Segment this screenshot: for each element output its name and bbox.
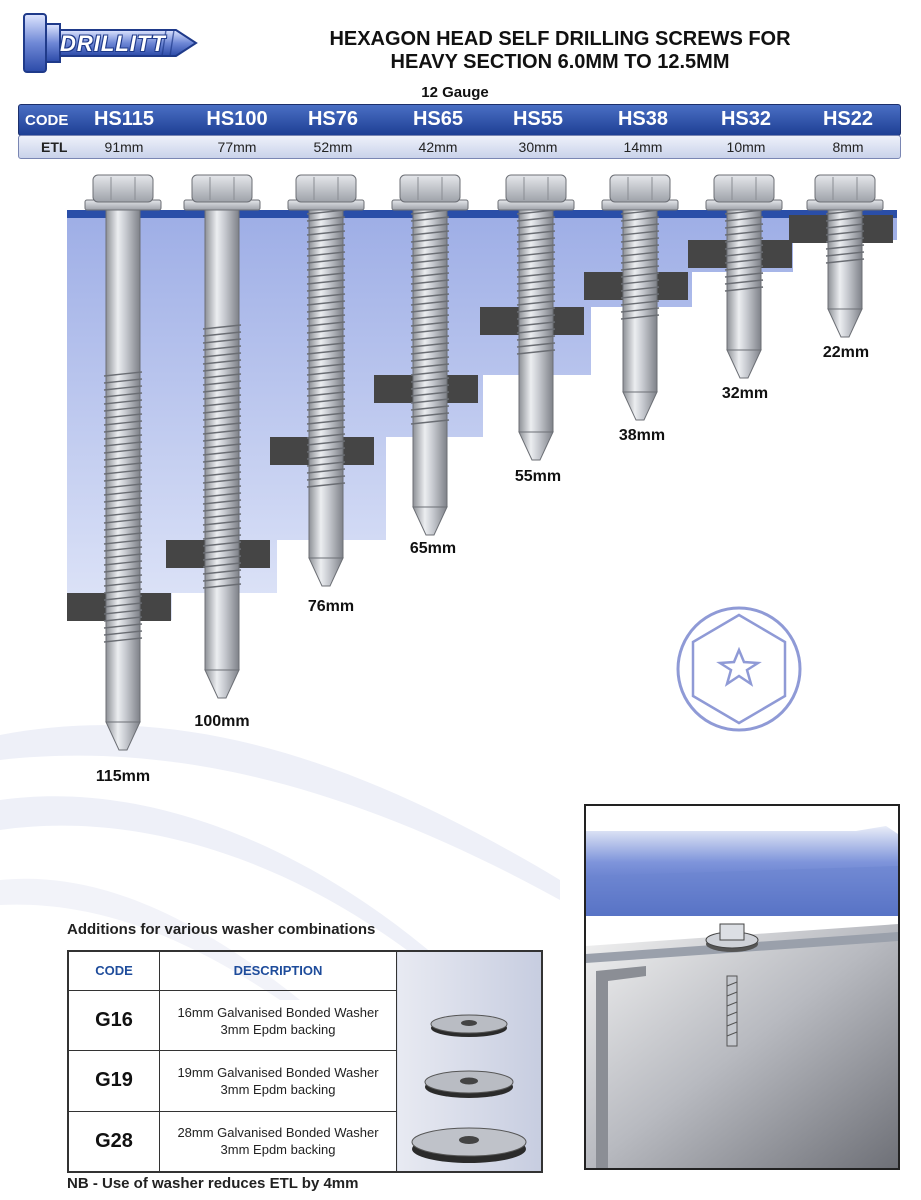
- washer-table: CODE DESCRIPTION: [67, 950, 543, 1173]
- washer-note: NB - Use of washer reduces ETL by 4mm: [67, 1175, 359, 1192]
- washer-row-g28: G28 28mm Galvanised Bonded Washer 3mm Ep…: [67, 1110, 542, 1173]
- washer-table-header: CODE DESCRIPTION: [67, 950, 543, 1173]
- length-label-38: 38mm: [618, 427, 666, 444]
- washer-images: [411, 1014, 527, 1163]
- etl-cell-hs38: 14mm: [623, 139, 663, 155]
- code-label: CODE: [25, 112, 69, 129]
- etl-label: ETL: [41, 139, 68, 155]
- etl-cell-hs76: 52mm: [313, 139, 353, 155]
- installed-screw-icon: [705, 923, 759, 1047]
- logo-text: DRILLITT: [60, 31, 166, 56]
- hex-head: [399, 174, 461, 203]
- stepped-background: [67, 215, 897, 620]
- length-label-100: 100mm: [194, 713, 250, 730]
- screw-hs22: [789, 174, 893, 338]
- code-cell-hs22: HS22: [822, 108, 874, 130]
- code-header-bar: CODE HS115 HS100 HS76 HS65 HS55 HS38 HS3…: [18, 104, 901, 136]
- washer-desc-line2: 3mm Epdm backing: [220, 1142, 336, 1158]
- length-label-22: 22mm: [822, 344, 870, 361]
- length-label-65: 65mm: [409, 540, 457, 557]
- washer-section-title: Additions for various washer combination…: [67, 921, 376, 938]
- screw-hs32: [688, 174, 792, 379]
- washer-code-g16: G16: [67, 989, 160, 1052]
- washer-row-g19: G19 19mm Galvanised Bonded Washer 3mm Ep…: [67, 1050, 542, 1112]
- code-cell-hs32: HS32: [720, 108, 772, 130]
- washer-header-description: DESCRIPTION: [159, 950, 397, 991]
- hex-head: [505, 174, 567, 203]
- code-cell-hs38: HS38: [617, 108, 669, 130]
- washer-desc-g28: 28mm Galvanised Bonded Washer 3mm Epdm b…: [159, 1110, 397, 1173]
- screw-hs38: [584, 174, 688, 421]
- screw-hs100: [166, 174, 270, 699]
- etl-cell-hs55: 30mm: [518, 139, 558, 155]
- length-label-115: 115mm: [95, 768, 151, 785]
- hex-head: [92, 174, 154, 203]
- logo-screw-icon: [23, 13, 198, 73]
- washer-g28-icon: [411, 1127, 527, 1163]
- hex-head: [295, 174, 357, 203]
- length-label-32: 32mm: [721, 385, 769, 402]
- length-label-55: 55mm: [514, 468, 562, 485]
- hex-head: [814, 174, 876, 203]
- installation-drawing: [586, 806, 898, 1168]
- etl-cell-hs115: 91mm: [104, 139, 144, 155]
- etl-cell-hs65: 42mm: [418, 139, 458, 155]
- etl-cell-hs100: 77mm: [217, 139, 257, 155]
- etl-header-bar: ETL 91mm 77mm 52mm 42mm 30mm 14mm 10mm 8…: [18, 135, 901, 159]
- title-line-2: HEAVY SECTION 6.0MM TO 12.5MM: [390, 51, 730, 73]
- drillitt-logo: DRILLITT: [16, 8, 201, 78]
- code-cell-hs100: HS100: [206, 108, 268, 130]
- hex-head-star-icon: [676, 606, 802, 732]
- washer-desc-line2: 3mm Epdm backing: [220, 1081, 336, 1097]
- washer-desc-g19: 19mm Galvanised Bonded Washer 3mm Epdm b…: [159, 1050, 397, 1112]
- gauge-label: 12 Gauge: [421, 84, 489, 101]
- code-cell-hs65: HS65: [412, 108, 464, 130]
- length-label-76: 76mm: [307, 598, 355, 615]
- screw-hs76: [270, 174, 374, 587]
- washer-g16-icon: [430, 1014, 508, 1037]
- washer-images-cell: [396, 950, 543, 1173]
- etl-cell-hs22: 8mm: [832, 139, 864, 155]
- hex-head: [609, 174, 671, 203]
- page-title: HEXAGON HEAD SELF DRILLING SCREWS FOR HE…: [290, 28, 830, 74]
- washer-desc-line1: 28mm Galvanised Bonded Washer: [177, 1125, 379, 1141]
- hex-head: [191, 174, 253, 203]
- screw-illustration: [67, 174, 897, 751]
- washer-code-g28: G28: [67, 1110, 160, 1173]
- code-cell-hs115: HS115: [93, 108, 155, 130]
- washer-desc-g16: 16mm Galvanised Bonded Washer 3mm Epdm b…: [159, 989, 397, 1052]
- washer-desc-line2: 3mm Epdm backing: [220, 1021, 336, 1037]
- top-sheet-line: [67, 210, 897, 218]
- washer-row-g16: G16 16mm Galvanised Bonded Washer 3mm Ep…: [67, 989, 542, 1052]
- washer-desc-line1: 16mm Galvanised Bonded Washer: [177, 1004, 379, 1020]
- screw-hs115: [67, 174, 171, 751]
- code-cell-hs55: HS55: [512, 108, 564, 130]
- title-line-1: HEXAGON HEAD SELF DRILLING SCREWS FOR: [329, 28, 791, 50]
- washer-header-code: CODE: [67, 950, 160, 991]
- etl-cell-hs32: 10mm: [726, 139, 766, 155]
- screw-hs65: [374, 174, 478, 536]
- code-cell-hs76: HS76: [307, 108, 359, 130]
- washer-desc-line1: 19mm Galvanised Bonded Washer: [177, 1064, 379, 1080]
- washer-g19-icon: [424, 1070, 514, 1098]
- screw-hs55: [480, 174, 584, 461]
- installation-illustration: [584, 804, 900, 1170]
- washer-code-g19: G19: [67, 1050, 160, 1112]
- hex-head: [713, 174, 775, 203]
